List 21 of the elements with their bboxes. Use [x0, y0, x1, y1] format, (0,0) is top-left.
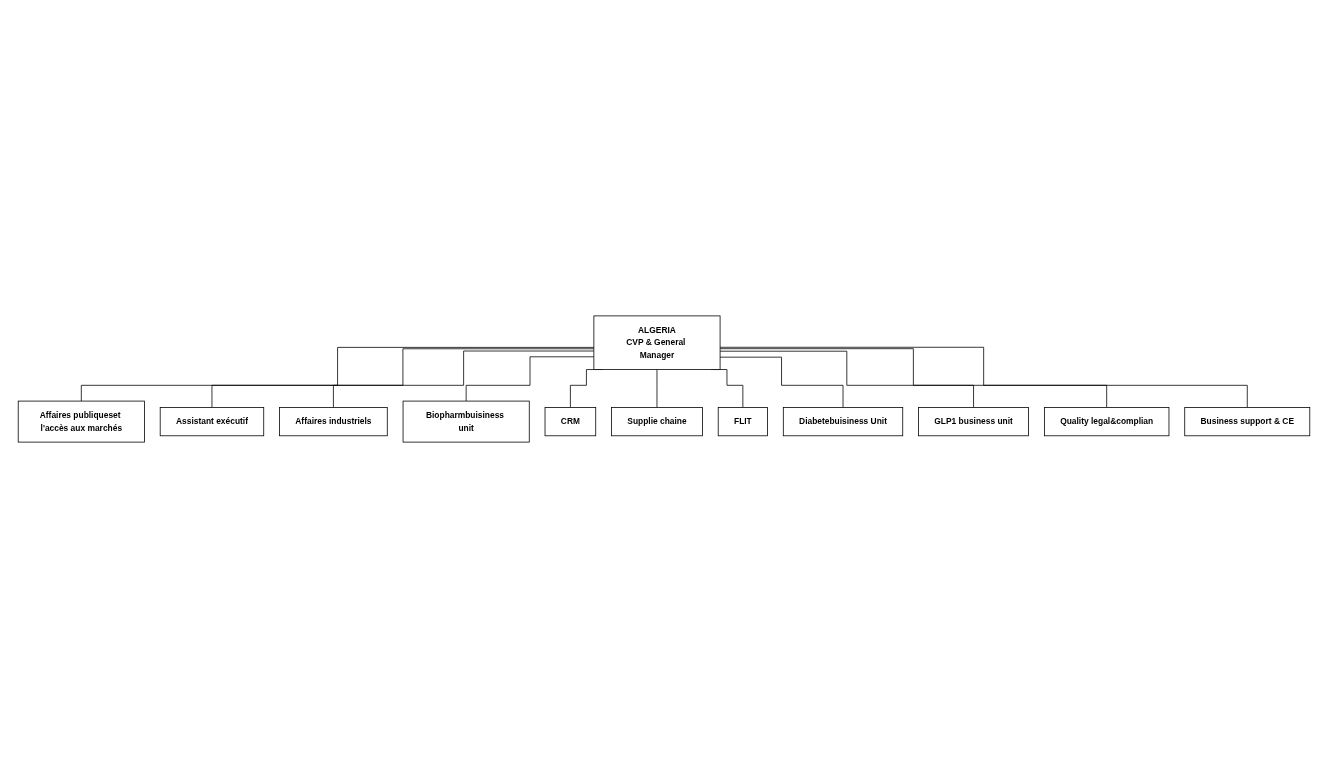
- connector: [719, 356, 843, 408]
- node-box: Business support & CE: [1183, 407, 1310, 437]
- connector: [719, 350, 974, 408]
- connector: [656, 369, 657, 408]
- node-box: GLP1 business unit: [917, 407, 1029, 437]
- node-box: Supplie chaine: [610, 407, 703, 437]
- connector: [80, 347, 594, 402]
- node-box: Biopharmbuisiness unit: [402, 400, 530, 443]
- node-box: FLIT: [717, 407, 768, 437]
- connector: [211, 348, 594, 408]
- node-box: Diabetebuisiness Unit: [782, 407, 903, 437]
- node-box: Affaires industriels: [278, 407, 388, 437]
- node-box: ALGERIA CVP & General Manager: [593, 315, 720, 370]
- node-box: Assistant exécutif: [159, 407, 264, 437]
- connector: [465, 356, 594, 402]
- node-box: Quality legal&complian: [1043, 407, 1169, 437]
- connector: [719, 346, 1248, 408]
- node-box: Affaires publiqueset l'accès aux marchés: [17, 400, 145, 443]
- connector: [332, 350, 594, 408]
- node-box: CRM: [544, 407, 596, 437]
- connector: [719, 348, 1107, 408]
